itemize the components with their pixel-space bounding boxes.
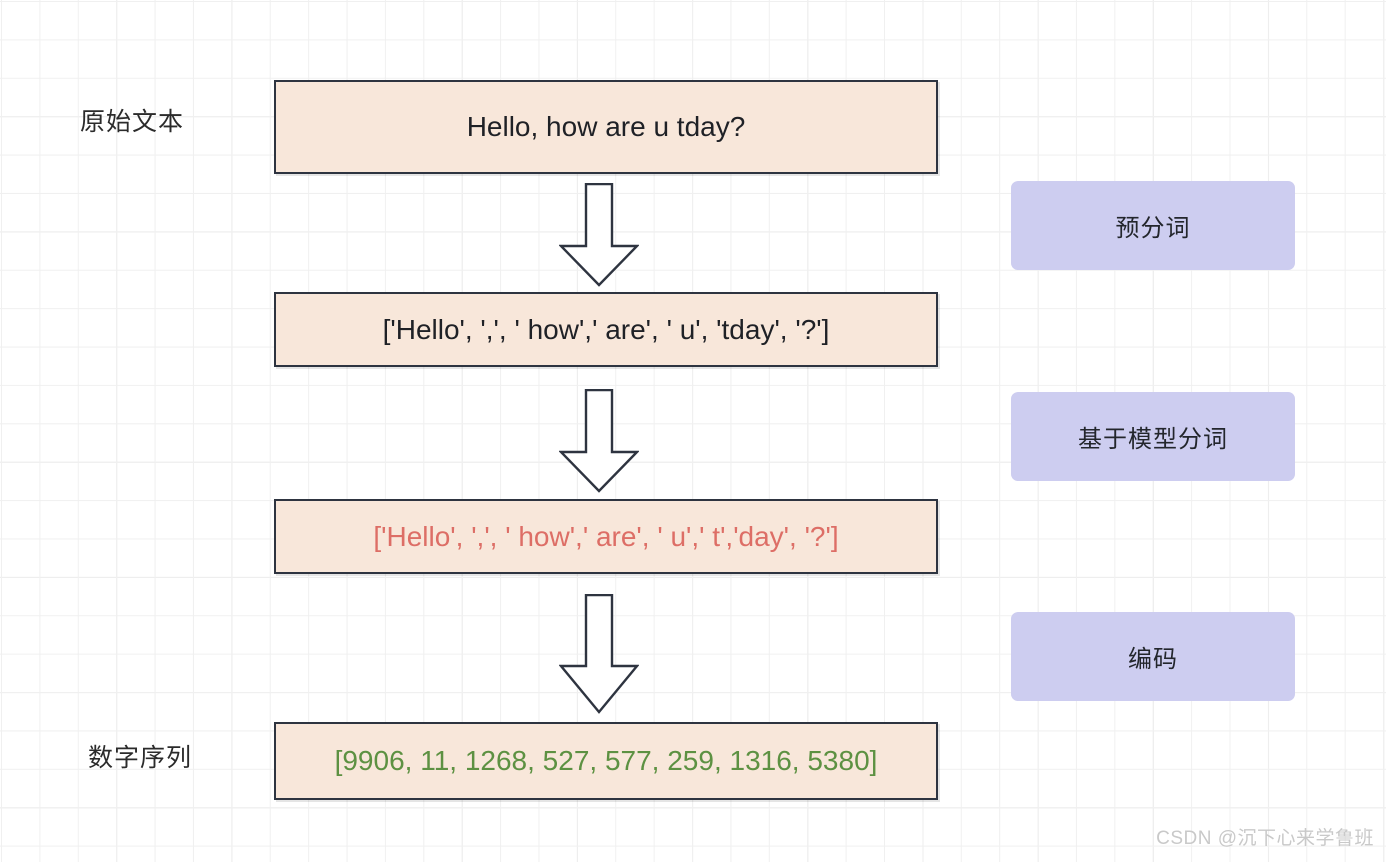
flow-box-token-ids: [9906, 11, 1268, 527, 577, 259, 1316, 53… — [274, 722, 938, 800]
note-model-tokenize-label: 基于模型分词 — [1078, 426, 1228, 453]
stage-label-id-sequence: 数字序列 — [88, 744, 193, 772]
flow-box-raw-text: Hello, how are u tday? — [274, 80, 938, 174]
note-encode: 编码 — [1011, 612, 1295, 701]
stage-label-raw-text: 原始文本 — [80, 108, 185, 136]
down-arrow-icon — [559, 594, 639, 714]
note-pre-tokenize: 预分词 — [1011, 181, 1295, 270]
flow-box-pretokenized: ['Hello', ',', ' how',' are', ' u', 'tda… — [274, 292, 938, 367]
note-pre-tokenize-label: 预分词 — [1115, 215, 1191, 242]
flow-box-raw-text-label: Hello, how are u tday? — [466, 111, 746, 143]
flow-box-model-tokenized: ['Hello', ',', ' how',' are', ' u',' t',… — [274, 499, 938, 574]
watermark: CSDN @沉下心来学鲁班 — [1156, 828, 1374, 849]
down-arrow-icon — [559, 389, 639, 493]
note-model-tokenize: 基于模型分词 — [1011, 392, 1295, 481]
down-arrow-icon — [559, 183, 639, 287]
flow-box-token-ids-label: [9906, 11, 1268, 527, 577, 259, 1316, 53… — [334, 745, 878, 777]
flow-box-pretokenized-label: ['Hello', ',', ' how',' are', ' u', 'tda… — [382, 313, 830, 345]
flow-box-model-tokenized-label: ['Hello', ',', ' how',' are', ' u',' t',… — [373, 520, 839, 552]
note-encode-label: 编码 — [1128, 646, 1178, 673]
